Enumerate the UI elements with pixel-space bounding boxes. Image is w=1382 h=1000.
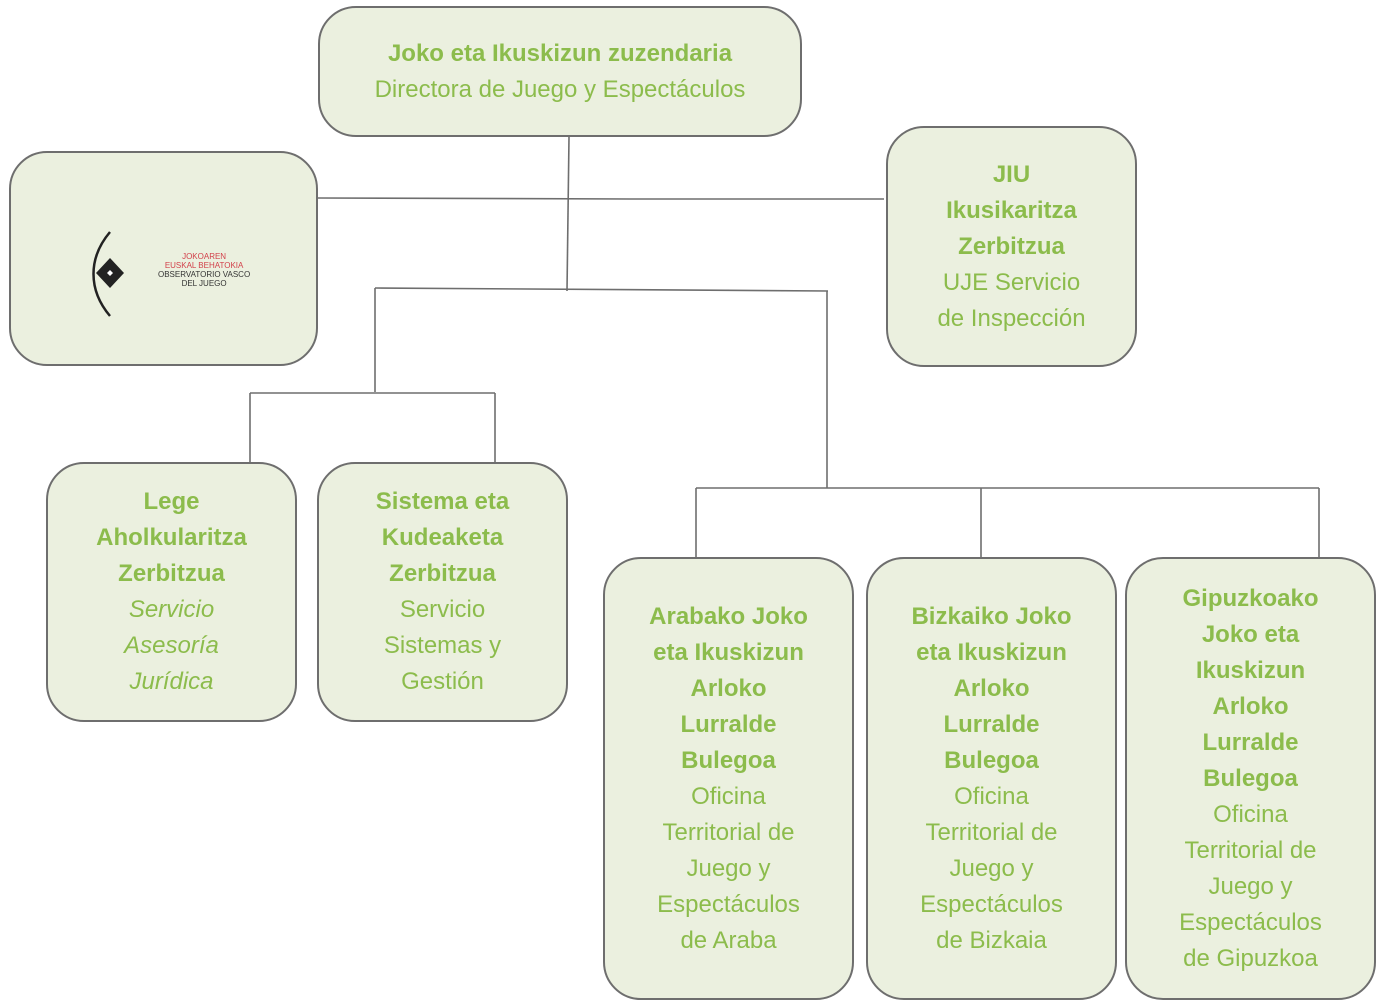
inspection-title-line-1: JIU [992, 160, 1031, 188]
director-subtitle: Directora de Juego y Espectáculos [374, 75, 746, 103]
gipuzkoa-box: Gipuzkoako Joko eta Ikuskizun Arloko Lur… [1125, 557, 1376, 1000]
gipuzkoa-title-line-5: Lurralde [1202, 728, 1299, 756]
araba-title-line-4: Lurralde [680, 710, 777, 738]
araba-subtitle-line-5: de Araba [680, 926, 777, 954]
bizkaia-title-line-5: Bulegoa [944, 746, 1039, 774]
inspection-subtitle-line-1: UJE Servicio [942, 268, 1081, 296]
legal-subtitle-line-2: Asesoría [124, 632, 219, 659]
legal-title-line-1: Lege [143, 488, 200, 515]
systems-title-line-3: Zerbitzua [389, 560, 496, 587]
araba-subtitle-line-2: Territorial de [662, 818, 795, 846]
bizkaia-title-line-3: Arloko [953, 674, 1030, 702]
inspection-box: JIU Ikusikaritza Zerbitzua UJE Servicio … [886, 126, 1137, 367]
gipuzkoa-title-line-6: Bulegoa [1203, 764, 1298, 792]
systems-box: Sistema eta Kudeaketa Zerbitzua Servicio… [317, 462, 568, 722]
legal-title-line-3: Zerbitzua [118, 560, 225, 587]
observatory-box: JOKOAREN EUSKAL BEHATOKIA OBSERVATORIO V… [9, 151, 318, 366]
gipuzkoa-subtitle-line-5: de Gipuzkoa [1183, 944, 1318, 972]
systems-subtitle-line-2: Sistemas y [383, 632, 502, 659]
gipuzkoa-subtitle-line-3: Juego y [1208, 872, 1293, 900]
gipuzkoa-title-line-4: Arloko [1212, 692, 1289, 720]
logo-line-1: JOKOAREN [182, 252, 227, 261]
araba-subtitle-line-4: Espectáculos [657, 890, 800, 918]
bizkaia-title-line-4: Lurralde [943, 710, 1040, 738]
inspection-title-line-3: Zerbitzua [958, 232, 1065, 260]
araba-box: Arabako Joko eta Ikuskizun Arloko Lurral… [603, 557, 854, 1000]
araba-title-line-5: Bulegoa [681, 746, 776, 774]
bizkaia-title-line-1: Bizkaiko Joko [911, 602, 1072, 630]
logo-line-3: OBSERVATORIO VASCO [158, 270, 251, 279]
gipuzkoa-title-line-1: Gipuzkoako [1182, 584, 1319, 612]
inspection-title-line-2: Ikusikaritza [946, 196, 1077, 224]
araba-title-line-3: Arloko [690, 674, 767, 702]
logo-line-2: EUSKAL BEHATOKIA [164, 261, 244, 270]
gipuzkoa-subtitle-line-1: Oficina [1213, 800, 1288, 828]
legal-subtitle-line-3: Jurídica [129, 668, 214, 695]
bizkaia-subtitle-line-4: Espectáculos [920, 890, 1063, 918]
observatory-logo-icon [92, 231, 124, 317]
araba-title-line-2: eta Ikuskizun [653, 638, 804, 666]
gipuzkoa-subtitle-line-4: Espectáculos [1179, 908, 1322, 936]
observatory-logo-text: JOKOAREN EUSKAL BEHATOKIA OBSERVATORIO V… [158, 252, 250, 288]
araba-subtitle-line-3: Juego y [686, 854, 771, 882]
araba-title-line-1: Arabako Joko [649, 602, 808, 630]
inspection-subtitle-line-2: de Inspección [937, 304, 1086, 332]
observatory-logo: JOKOAREN EUSKAL BEHATOKIA OBSERVATORIO V… [86, 228, 286, 318]
systems-subtitle-line-1: Servicio [399, 596, 486, 623]
bizkaia-subtitle-line-1: Oficina [954, 782, 1029, 810]
legal-title-line-2: Aholkularitza [96, 524, 247, 551]
araba-subtitle-line-1: Oficina [691, 782, 766, 810]
director-box: Joko eta Ikuskizun zuzendaria Directora … [318, 6, 802, 137]
director-title: Joko eta Ikuskizun zuzendaria [387, 39, 733, 67]
bizkaia-title-line-2: eta Ikuskizun [916, 638, 1067, 666]
bizkaia-box: Bizkaiko Joko eta Ikuskizun Arloko Lurra… [866, 557, 1117, 1000]
legal-subtitle-line-1: Servicio [128, 596, 215, 623]
systems-title-line-1: Sistema eta [375, 488, 510, 515]
gipuzkoa-subtitle-line-2: Territorial de [1184, 836, 1317, 864]
bizkaia-subtitle-line-5: de Bizkaia [936, 926, 1047, 954]
gipuzkoa-title-line-2: Joko eta [1201, 620, 1300, 648]
gipuzkoa-title-line-3: Ikuskizun [1195, 656, 1306, 684]
legal-box: Lege Aholkularitza Zerbitzua Servicio As… [46, 462, 297, 722]
bizkaia-subtitle-line-3: Juego y [949, 854, 1034, 882]
systems-title-line-2: Kudeaketa [381, 524, 504, 551]
logo-line-4: DEL JUEGO [181, 279, 227, 288]
systems-subtitle-line-3: Gestión [401, 668, 484, 695]
bizkaia-subtitle-line-2: Territorial de [925, 818, 1058, 846]
